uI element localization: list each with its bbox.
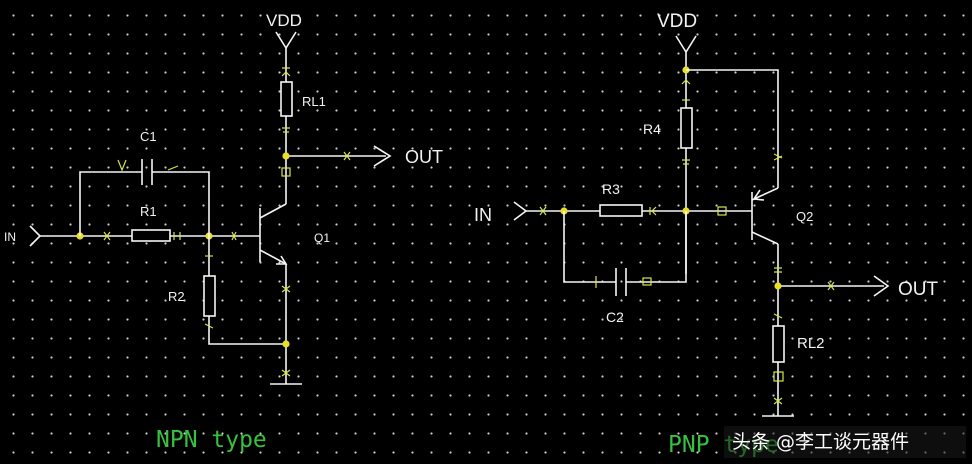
npn-c1-right-wire <box>152 171 210 236</box>
pnp-c2-left-wire <box>563 211 616 283</box>
npn-rl1-label: RL1 <box>302 94 326 109</box>
npn-r1-resistor <box>131 229 171 242</box>
pnp-out-label: OUT <box>898 279 939 300</box>
pnp-in-arrow <box>513 201 528 221</box>
npn-circuit: VDD RL1 OUT Q1 IN R1 C1 <box>4 11 443 453</box>
pnp-r3-label: R3 <box>602 181 620 197</box>
pnp-q2-emitter <box>751 187 779 201</box>
npn-caption: NPN type <box>156 427 267 453</box>
npn-ground-junction <box>282 340 290 348</box>
pnp-vdd-label: VDD <box>657 11 697 32</box>
pnp-out-junction <box>774 282 782 290</box>
pnp-rl2-resistor <box>772 325 785 363</box>
npn-out-junction <box>282 152 290 160</box>
npn-out-arrow <box>373 145 392 167</box>
pnp-vdd-arrow <box>675 35 697 54</box>
npn-rl1-resistor <box>280 81 293 117</box>
npn-vdd-label: VDD <box>266 11 302 30</box>
npn-q1-emitter <box>259 249 287 265</box>
pnp-pin-markers <box>539 79 835 405</box>
npn-out-label: OUT <box>405 147 443 167</box>
npn-c1-label: C1 <box>140 129 157 144</box>
pnp-q2-collector <box>751 231 779 245</box>
pnp-c2-right-wire <box>626 211 687 283</box>
npn-vdd-arrow <box>275 31 297 50</box>
watermark-badge: 头条 @李工谈元器件 <box>724 426 966 458</box>
npn-r2-resistor <box>203 275 216 317</box>
npn-r2-label: R2 <box>168 289 185 304</box>
npn-in-arrow <box>29 225 42 247</box>
npn-r2-bottom-wire <box>208 316 286 345</box>
npn-q1-label: Q1 <box>314 231 330 245</box>
pnp-rl2-label: RL2 <box>797 335 825 352</box>
npn-c1-left-wire <box>79 171 142 236</box>
pnp-r4-resistor <box>680 107 693 149</box>
pnp-c2-label: C2 <box>606 309 624 325</box>
pnp-q2-label: Q2 <box>796 209 813 224</box>
npn-pin-markers <box>103 67 351 377</box>
npn-in-label: IN <box>4 230 16 244</box>
pnp-circuit: VDD R4 IN R3 C2 Q2 OUT <box>474 11 939 458</box>
pnp-q2-emitter-arrow <box>752 189 765 201</box>
npn-q1-collector <box>259 203 287 219</box>
pnp-r4-label: R4 <box>643 121 661 137</box>
pnp-r3-resistor <box>599 204 643 217</box>
pnp-in-label: IN <box>474 205 492 225</box>
pnp-out-arrow <box>873 275 890 297</box>
npn-r1-label: R1 <box>140 204 157 219</box>
pnp-emitter-feed-wire <box>686 69 779 188</box>
